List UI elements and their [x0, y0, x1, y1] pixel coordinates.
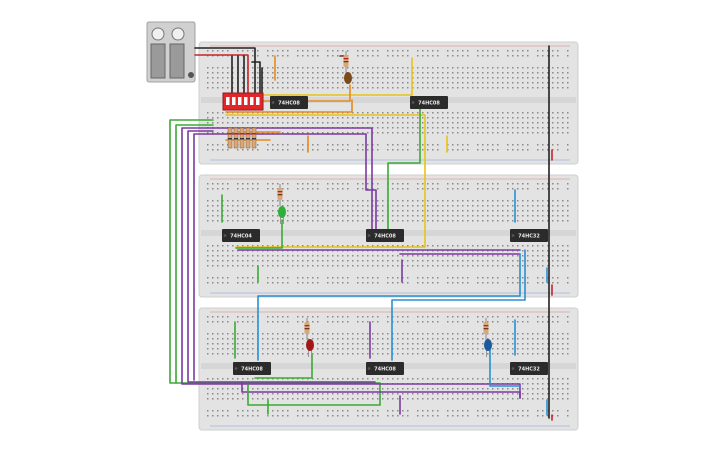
ic-chip[interactable]: 74HC32	[510, 229, 548, 242]
wire[interactable]	[247, 384, 381, 406]
wire[interactable]	[241, 381, 521, 399]
ic-chip[interactable]: 74HC08	[366, 362, 404, 375]
chip-label: 74HC08	[241, 367, 263, 373]
wire[interactable]	[225, 114, 426, 248]
wire[interactable]	[489, 349, 521, 387]
wire[interactable]	[194, 54, 249, 94]
chip-label: 74HC08	[278, 101, 300, 107]
battery-pack[interactable]	[146, 21, 196, 83]
resistor[interactable]	[277, 184, 283, 206]
ic-chip[interactable]: 74HC08	[270, 96, 308, 109]
wire[interactable]	[212, 127, 373, 236]
wire[interactable]	[235, 57, 413, 96]
ic-chip[interactable]: 74HC32	[510, 362, 548, 375]
ic-chip[interactable]: 74HC08	[366, 229, 404, 242]
led-green[interactable]	[278, 206, 286, 224]
wire[interactable]	[225, 99, 353, 113]
wire[interactable]	[212, 133, 377, 236]
wire[interactable]	[235, 219, 283, 249]
led-blue[interactable]	[484, 339, 492, 357]
resistor[interactable]	[483, 318, 489, 340]
wire[interactable]	[391, 249, 526, 361]
chip-label: 74HC32	[518, 234, 540, 240]
wire[interactable]	[169, 119, 381, 406]
chip-label: 74HC04	[230, 234, 252, 240]
ic-chip[interactable]: 74HC08	[410, 96, 448, 109]
led-red[interactable]	[306, 339, 314, 357]
wire[interactable]	[254, 354, 313, 379]
wire[interactable]	[257, 253, 521, 361]
dip-switch[interactable]	[222, 92, 264, 111]
resistor[interactable]	[304, 318, 310, 340]
wire[interactable]	[175, 124, 214, 384]
wire[interactable]	[187, 130, 376, 383]
chip-label: 74HC08	[418, 101, 440, 107]
ic-chip[interactable]: 74HC04	[222, 229, 260, 242]
wire[interactable]	[193, 133, 214, 381]
chip-label: 74HC08	[374, 234, 396, 240]
chip-label: 74HC08	[374, 367, 396, 373]
chip-label: 74HC32	[518, 367, 540, 373]
wire[interactable]	[194, 47, 256, 94]
wire[interactable]	[251, 61, 261, 94]
ic-chip[interactable]: 74HC08	[233, 362, 271, 375]
wire[interactable]	[181, 127, 521, 399]
resistor[interactable]	[343, 51, 349, 73]
brown-component[interactable]	[344, 72, 352, 84]
resistor-array[interactable]	[227, 127, 257, 149]
wire[interactable]	[387, 107, 421, 236]
